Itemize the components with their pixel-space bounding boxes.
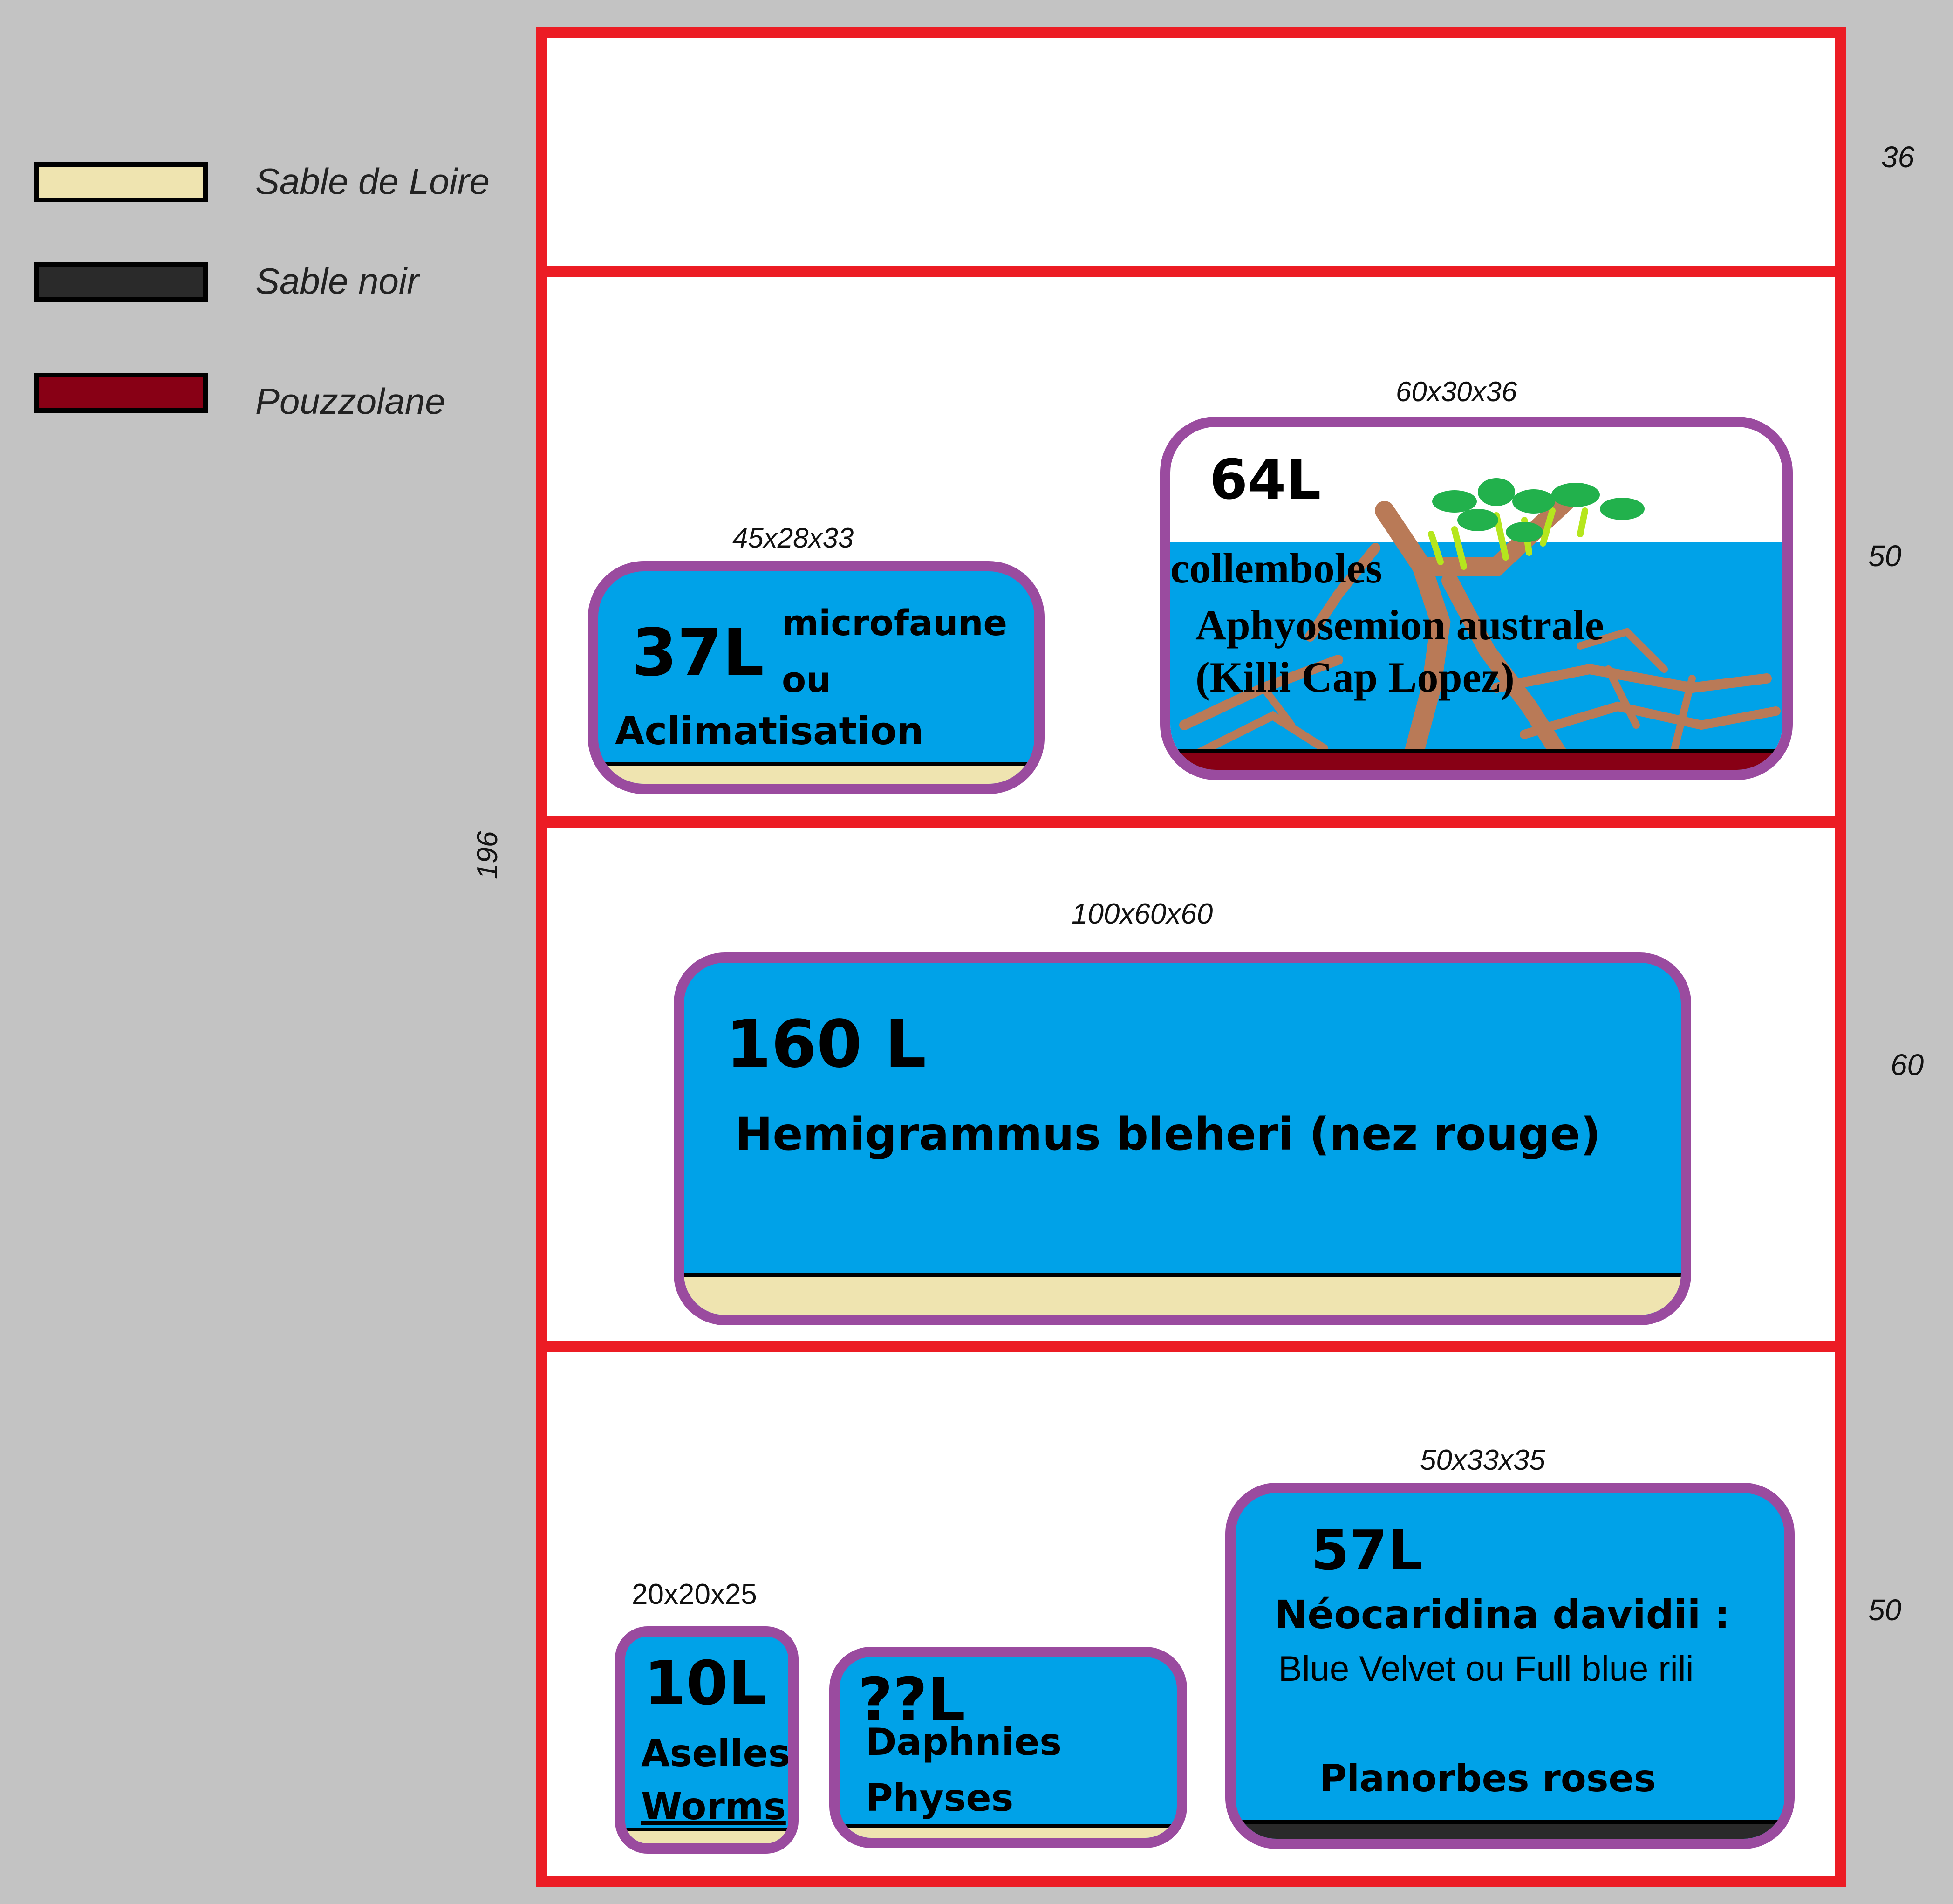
tank-160-substrate — [684, 1273, 1681, 1315]
tank-unknown-line2: Physes — [866, 1776, 1014, 1820]
tank-57-dims: 50x33x35 — [1420, 1444, 1545, 1476]
tank-10-dims: 20x20x25 — [632, 1578, 757, 1610]
tank-160-volume: 160 L — [726, 1007, 927, 1082]
tank-160: 160 L Hemigrammus bleheri (nez rouge) — [674, 952, 1691, 1325]
tank-64-line3: (Killi Cap Lopez) — [1195, 653, 1515, 701]
tank-unknown-line1: Daphnies — [866, 1720, 1062, 1764]
tank-64: 64L collemboles Aphyosemion australe (Ki… — [1160, 417, 1793, 780]
tank-10-line1: Aselles — [641, 1732, 791, 1775]
total-height-label: 196 — [471, 831, 504, 880]
tank-64-line2: Aphyosemion australe — [1195, 601, 1604, 649]
tank-160-species: Hemigrammus bleheri (nez rouge) — [735, 1108, 1601, 1160]
legend-label-sable-noir: Sable noir — [255, 260, 419, 301]
tank-37-line1: microfaune — [782, 602, 1008, 644]
tank-37-line3: Aclimatisation — [615, 709, 924, 753]
tank-37-dims: 45x28x33 — [732, 522, 854, 554]
tank-unknown: ??L Daphnies Physes — [829, 1647, 1187, 1848]
tank-57: 57L Néocaridina davidii : Blue Velvet ou… — [1225, 1483, 1795, 1849]
level-height-2: 50 — [1868, 539, 1902, 573]
tank-64-dims: 60x30x36 — [1396, 376, 1517, 407]
shelf-divider-1 — [536, 266, 1846, 277]
tank-64-volume: 64L — [1209, 447, 1321, 512]
shelf-divider-2 — [536, 816, 1846, 828]
tank-57-species: Néocaridina davidii : — [1275, 1592, 1730, 1637]
tank-57-substrate — [1236, 1820, 1784, 1839]
tank-64-line1: collemboles — [1170, 544, 1382, 592]
level-height-1: 36 — [1881, 140, 1915, 174]
tank-37-volume: 37L — [632, 615, 765, 691]
tank-64-substrate — [1170, 749, 1782, 770]
tank-10-volume: 10L — [644, 1648, 767, 1719]
tank-10-substrate — [625, 1828, 788, 1843]
tank-37-line2: ou — [782, 659, 832, 700]
tank-37-substrate — [598, 762, 1034, 784]
tank-160-dims: 100x60x60 — [1072, 898, 1213, 930]
shelf-divider-3 — [536, 1341, 1846, 1352]
legend-swatch-sable-noir — [34, 262, 208, 302]
tank-unknown-substrate — [840, 1824, 1177, 1838]
tank-unknown-volume: ??L — [858, 1665, 966, 1735]
tank-57-extra: Planorbes roses — [1319, 1757, 1656, 1800]
legend-label-sable-loire: Sable de Loire — [255, 161, 490, 202]
tank-10-line2: Worms — [641, 1785, 786, 1828]
tank-10: 10L Aselles Worms — [615, 1626, 799, 1854]
tank-37: 37L microfaune ou Aclimatisation — [588, 561, 1045, 794]
tank-64-roots-drawing — [1179, 478, 1781, 767]
level-height-4: 50 — [1868, 1593, 1902, 1627]
legend-label-pouzzolane: Pouzzolane — [255, 381, 445, 422]
tank-57-variety: Blue Velvet ou Full blue rili — [1278, 1649, 1694, 1689]
level-height-3: 60 — [1891, 1048, 1924, 1082]
legend-swatch-pouzzolane — [34, 373, 208, 413]
legend-swatch-sable-loire — [34, 162, 208, 202]
tank-57-volume: 57L — [1311, 1518, 1423, 1582]
